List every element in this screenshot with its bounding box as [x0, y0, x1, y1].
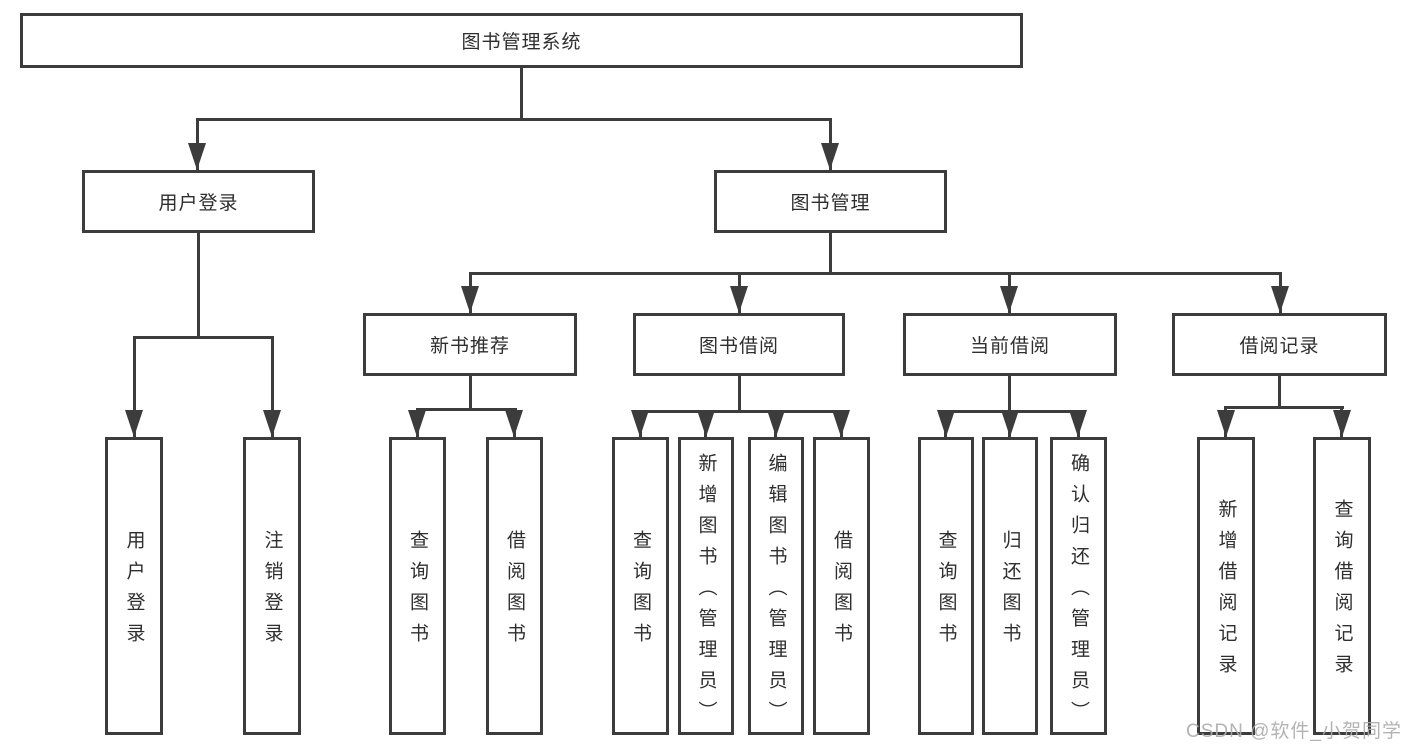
arrowhead-down-icon [505, 410, 523, 437]
node-root-label: 图书管理系统 [461, 32, 582, 53]
node-borrow-borrow-books: 借阅图书 [813, 437, 870, 735]
arrowhead-down-icon [1000, 286, 1018, 313]
arrowhead-down-icon [1271, 286, 1289, 313]
arrowhead-down-icon [1001, 410, 1019, 437]
connector-line [639, 410, 843, 413]
connector-line [829, 233, 832, 272]
node-current-query-books: 查询图书 [918, 437, 974, 735]
node-borrow-add-books-admin-label: 新增图书（管理员） [695, 452, 717, 732]
node-borrow-edit-books-admin: 编辑图书（管理员） [748, 437, 804, 735]
node-user-login: 用户登录 [82, 170, 315, 233]
connector-line [1278, 376, 1281, 406]
node-recommend-query-books-label: 查询图书 [407, 530, 428, 654]
node-root: 图书管理系统 [20, 13, 1023, 68]
arrowhead-down-icon [188, 143, 206, 170]
node-records-add-record-label: 新增借阅记录 [1215, 499, 1237, 685]
arrowhead-down-icon [461, 286, 479, 313]
node-login-user-login: 用户登录 [105, 437, 163, 735]
connector-line [416, 408, 517, 411]
connector-line [196, 118, 832, 121]
node-user-login-label: 用户登录 [158, 193, 239, 214]
node-current-query-books-label: 查询图书 [935, 530, 957, 654]
arrowhead-down-icon [1069, 410, 1087, 437]
node-borrow-records: 借阅记录 [1172, 313, 1387, 376]
node-records-query-record: 查询借阅记录 [1313, 437, 1371, 735]
connector-line [469, 376, 472, 408]
node-current-return-books-label: 归还图书 [999, 530, 1021, 654]
node-borrow-query-books: 查询图书 [612, 437, 669, 735]
node-login-logout-label: 注销登录 [261, 530, 283, 654]
connector-line [271, 336, 274, 437]
node-book-management-label: 图书管理 [790, 193, 871, 214]
node-borrow-borrow-books-label: 借阅图书 [831, 530, 852, 654]
node-borrow-edit-books-admin-label: 编辑图书（管理员） [765, 452, 787, 732]
arrowhead-down-icon [697, 410, 715, 437]
node-login-logout: 注销登录 [243, 437, 301, 735]
connector-line [197, 233, 200, 336]
arrowhead-down-icon [408, 410, 426, 437]
connector-line [133, 336, 274, 339]
node-borrow-add-books-admin: 新增图书（管理员） [678, 437, 734, 735]
arrowhead-down-icon [937, 410, 955, 437]
arrowhead-down-icon [1333, 410, 1351, 437]
node-login-user-login-label: 用户登录 [123, 530, 145, 654]
arrowhead-down-icon [263, 410, 281, 437]
connector-line [133, 336, 136, 437]
arrowhead-down-icon [125, 410, 143, 437]
node-current-confirm-return-admin-label: 确认归还（管理员） [1068, 452, 1089, 732]
arrowhead-down-icon [631, 410, 649, 437]
node-borrow-records-label: 借阅记录 [1239, 336, 1320, 357]
node-records-query-record-label: 查询借阅记录 [1331, 499, 1353, 685]
arrowhead-down-icon [832, 410, 850, 437]
arrowhead-down-icon [1217, 410, 1235, 437]
node-current-confirm-return-admin: 确认归还（管理员） [1050, 437, 1107, 735]
node-current-borrow-label: 当前借阅 [969, 336, 1050, 357]
connector-line [1224, 406, 1344, 409]
node-recommend-query-books: 查询图书 [389, 437, 446, 735]
node-new-book-recommend-label: 新书推荐 [429, 336, 510, 357]
arrowhead-down-icon [821, 143, 839, 170]
connector-line [1008, 376, 1011, 410]
node-book-borrow: 图书借阅 [633, 313, 845, 376]
node-records-add-record: 新增借阅记录 [1197, 437, 1255, 735]
connector-line [738, 376, 741, 410]
connector-line [469, 272, 1282, 275]
node-book-management: 图书管理 [714, 170, 947, 233]
node-new-book-recommend: 新书推荐 [363, 313, 577, 376]
node-borrow-query-books-label: 查询图书 [630, 530, 651, 654]
node-recommend-borrow-books-label: 借阅图书 [504, 530, 525, 654]
arrowhead-down-icon [767, 410, 785, 437]
node-current-return-books: 归还图书 [982, 437, 1038, 735]
csdn-watermark: CSDN @软件_小贺同学 [1186, 721, 1402, 742]
arrowhead-down-icon [730, 286, 748, 313]
node-current-borrow: 当前借阅 [903, 313, 1117, 376]
connector-line [520, 68, 523, 118]
node-recommend-borrow-books: 借阅图书 [486, 437, 543, 735]
node-book-borrow-label: 图书借阅 [698, 336, 779, 357]
